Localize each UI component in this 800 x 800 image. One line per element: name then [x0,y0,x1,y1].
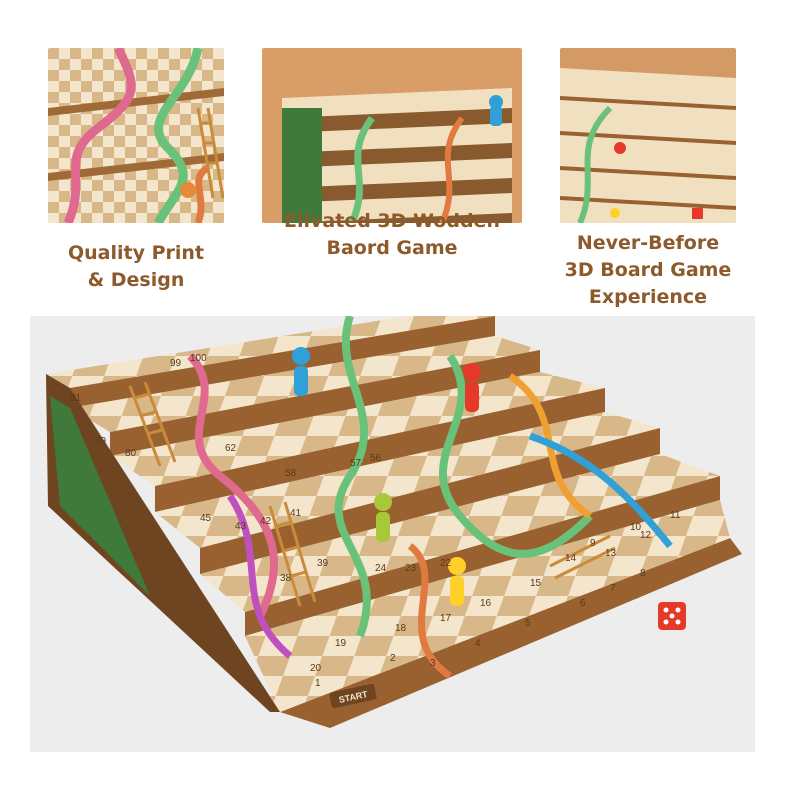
cell-number: 62 [225,443,237,454]
caption-elevated-board: Elivated 3D Wodden Baord Game [240,208,544,262]
dice-icon [692,208,703,219]
cell-number: 10 [630,522,642,533]
cell-number: 7 [610,583,616,594]
cell-number: 38 [280,573,292,584]
caption-line: 3D Board Game [564,259,732,281]
board-closeup-image [48,48,224,223]
cell-number: 12 [640,530,652,541]
cell-number: 15 [530,578,542,589]
cell-number: 58 [285,468,297,479]
pawn-icon [292,347,481,606]
thumbnail-elevated-board [262,48,522,223]
ladder-icon [128,381,616,607]
step-5 [46,316,495,408]
cell-number: 42 [260,516,272,527]
start-sign: START [329,683,377,709]
cell-number: 22 [440,558,452,569]
cell-number: 18 [395,623,407,634]
cell-number: 17 [440,613,452,624]
cell-number: 3 [430,658,436,669]
board-illustration: 1 2 3 4 5 6 7 8 9 10 11 20 19 18 17 16 1… [46,316,742,728]
cell-number: 56 [370,453,382,464]
step-3 [110,372,605,512]
board-game-photo: 1 2 3 4 5 6 7 8 9 10 11 20 19 18 17 16 1… [30,316,755,752]
cell-number: 9 [590,538,596,549]
cell-number: 45 [200,513,212,524]
cell-number: 4 [475,638,481,649]
cell-number: 80 [125,448,137,459]
thumbnail-3d-experience [560,48,736,223]
snake-icon [187,316,673,679]
cell-number: 20 [310,663,322,674]
cell-number: 57 [350,458,362,469]
cell-number: 41 [290,508,302,519]
pawn-icon [610,142,626,218]
caption-3d-experience: Never-Before 3D Board Game Experience [548,230,748,311]
cell-number: 39 [317,558,329,569]
caption-line: Experience [588,286,708,308]
caption-line: & Design [87,269,185,291]
snake-icon [180,182,196,198]
cell-number: 13 [605,548,617,559]
board-side-view-image [262,48,522,223]
cell-number: 100 [190,353,207,364]
dice-icon [658,602,686,630]
cell-number: 79 [95,436,107,447]
caption-line: Elivated 3D Wodden [284,210,500,232]
cell-number: 24 [375,563,387,574]
cell-number: 5 [525,618,531,629]
cell-number: 8 [640,568,646,579]
caption-line: Baord Game [326,237,458,259]
cell-number: 14 [565,553,577,564]
pawn-icon [489,95,503,126]
cell-number: 1 [315,678,321,689]
cell-number: 81 [70,393,82,404]
cell-number: 19 [335,638,347,649]
cell-number: 2 [390,653,396,664]
cell-number: 11 [670,510,681,521]
board-angle-view-image [560,48,736,223]
cell-number: 99 [170,358,182,369]
caption-line: Never-Before [576,232,720,254]
thumbnail-quality-print [48,48,224,223]
cell-number: 23 [405,563,417,574]
cell-number: 6 [580,598,586,609]
caption-quality-print: Quality Print & Design [50,240,222,294]
cell-number: 16 [480,598,492,609]
step-2 [155,412,660,574]
cell-number: 43 [235,521,247,532]
caption-line: Quality Print [67,242,205,264]
